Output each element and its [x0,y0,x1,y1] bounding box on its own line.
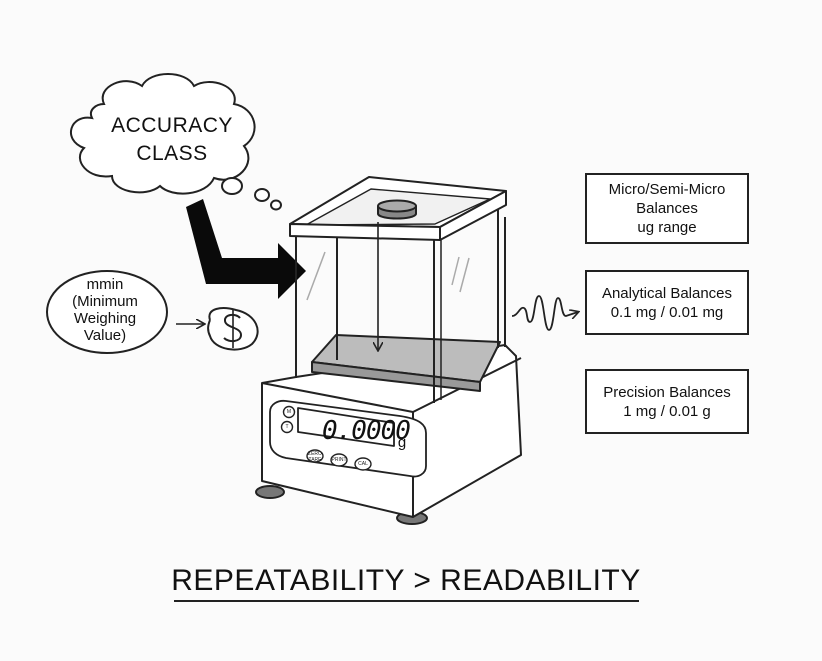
dollar-coin-icon [207,307,259,351]
class-box-micro: Micro/Semi-Micro Balances ug range [585,173,749,244]
class-line: 0.1 mg / 0.01 mg [610,303,724,321]
mmin-label: mmin (Minimum Weighing Value) [50,276,160,344]
thought-cloud [70,73,282,211]
scale-unit: g [397,434,407,451]
class-line: Analytical Balances [601,284,733,302]
class-line: 1 mg / 0.01 g [623,402,711,420]
scale-button-cal-label: CAL [358,461,368,467]
scale-button-m-label: M [286,409,292,415]
mmin-line-1: mmin [86,276,124,293]
class-line: Micro/Semi-Micro [608,181,726,198]
class-line: Balances [636,200,698,217]
scale-button-zero-label: ZERO TARE [308,451,322,463]
mmin-line-2: (Minimum [72,293,138,310]
thick-arrow-icon [186,199,306,299]
scale-display-value: 0.0000 [322,416,411,446]
class-line: Precision Balances [603,383,731,401]
accuracy-class-label: ACCURACY CLASS [82,112,262,168]
footer-underline [174,600,639,602]
mmin-line-3: Weighing [73,310,137,327]
class-box-analytical: Analytical Balances 0.1 mg / 0.01 mg [585,270,749,335]
cloud-line-1: ACCURACY [111,114,233,137]
scale-button-t-label: T [285,424,289,430]
class-line: ug range [637,219,697,236]
scale-button-print-label: PRINT [331,457,347,463]
footer-title: REPEATABILITY > READABILITY [171,564,641,597]
class-box-precision: Precision Balances 1 mg / 0.01 g [585,369,749,434]
signal-wave-icon [511,295,578,331]
balance-scale [255,176,522,525]
cloud-line-2: CLASS [136,142,208,165]
mmin-line-4: Value) [83,327,127,344]
mmin-ellipse [46,270,168,354]
